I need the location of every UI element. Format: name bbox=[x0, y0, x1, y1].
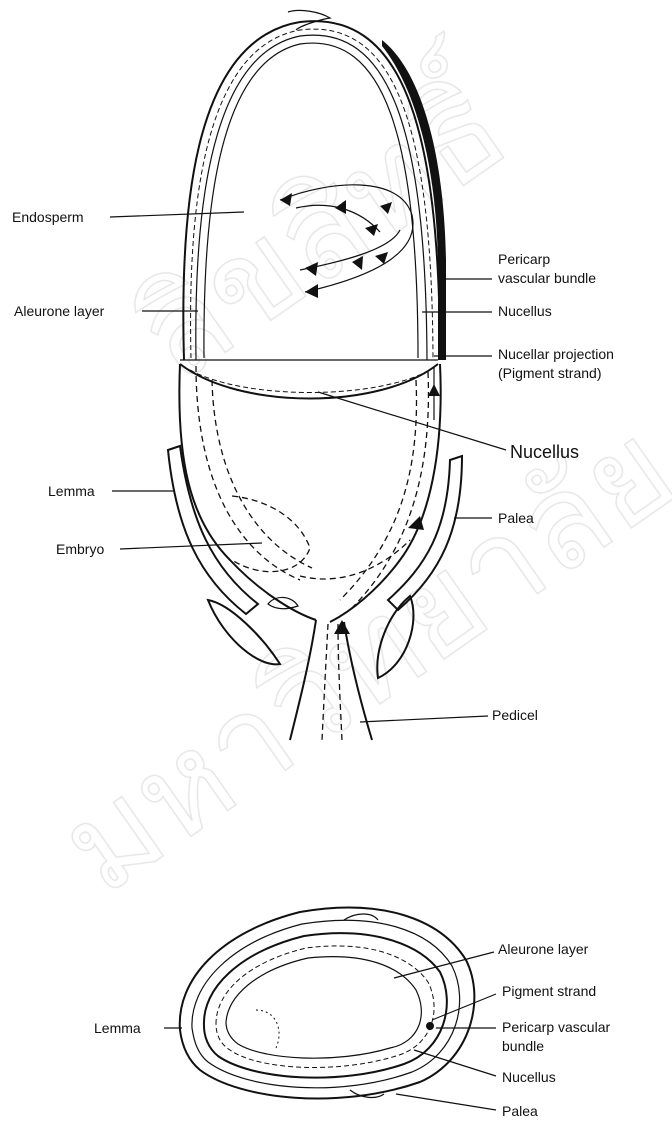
cs-embryo-region bbox=[256, 1010, 279, 1048]
cs-label-lemma: Lemma bbox=[94, 1020, 141, 1036]
label-pericarp-vb-1: Pericarp bbox=[498, 251, 550, 267]
cs-palea-hook-top bbox=[344, 914, 378, 920]
cs-label-aleurone-layer: Aleurone layer bbox=[498, 941, 589, 957]
label-lemma: Lemma bbox=[48, 483, 95, 499]
label-nucellus-upper: Nucellus bbox=[498, 303, 552, 319]
cross-section: Aleurone layer Pigment strand Pericarp v… bbox=[94, 908, 610, 1119]
embryo-outline bbox=[232, 496, 310, 572]
cs-leader-pigment bbox=[432, 994, 496, 1020]
label-palea: Palea bbox=[498, 510, 534, 526]
label-nucellus-lower: Nucellus bbox=[510, 442, 579, 462]
label-nucellar-projection-1: Nucellar projection bbox=[498, 346, 614, 362]
cs-pigment-strand bbox=[426, 1022, 434, 1030]
leader-nucellus-lower bbox=[318, 392, 506, 450]
label-nucellar-projection-2: (Pigment strand) bbox=[498, 365, 601, 381]
svg-text:มหาวิทยาลัย: มหาวิทยาลัย bbox=[37, 397, 672, 921]
cs-label-pigment-strand: Pigment strand bbox=[502, 983, 596, 999]
cs-label-pericarp-vb-2: bundle bbox=[502, 1038, 544, 1054]
label-endosperm: Endosperm bbox=[12, 209, 84, 225]
label-aleurone-layer: Aleurone layer bbox=[14, 303, 105, 319]
cs-label-palea: Palea bbox=[502, 1103, 538, 1119]
label-pedicel: Pedicel bbox=[492, 707, 538, 723]
awn-tip bbox=[288, 10, 330, 30]
label-embryo: Embryo bbox=[56, 541, 104, 557]
cs-label-nucellus: Nucellus bbox=[502, 1069, 556, 1085]
cs-lemma-outer bbox=[180, 908, 475, 1099]
inner-dashed-left-2 bbox=[212, 380, 312, 568]
lemma bbox=[168, 446, 258, 614]
watermark: ลิขสิทธิ์ มหาวิทยาลัย bbox=[37, 31, 672, 922]
svg-text:ลิขสิทธิ์: ลิขสิทธิ์ bbox=[98, 31, 540, 410]
cs-label-pericarp-vb-1: Pericarp vascular bbox=[502, 1019, 610, 1035]
label-pericarp-vb-2: vascular bundle bbox=[498, 270, 596, 286]
cs-leader-palea bbox=[396, 1094, 496, 1110]
cs-pericarp bbox=[204, 933, 447, 1077]
cs-endosperm bbox=[226, 957, 421, 1059]
